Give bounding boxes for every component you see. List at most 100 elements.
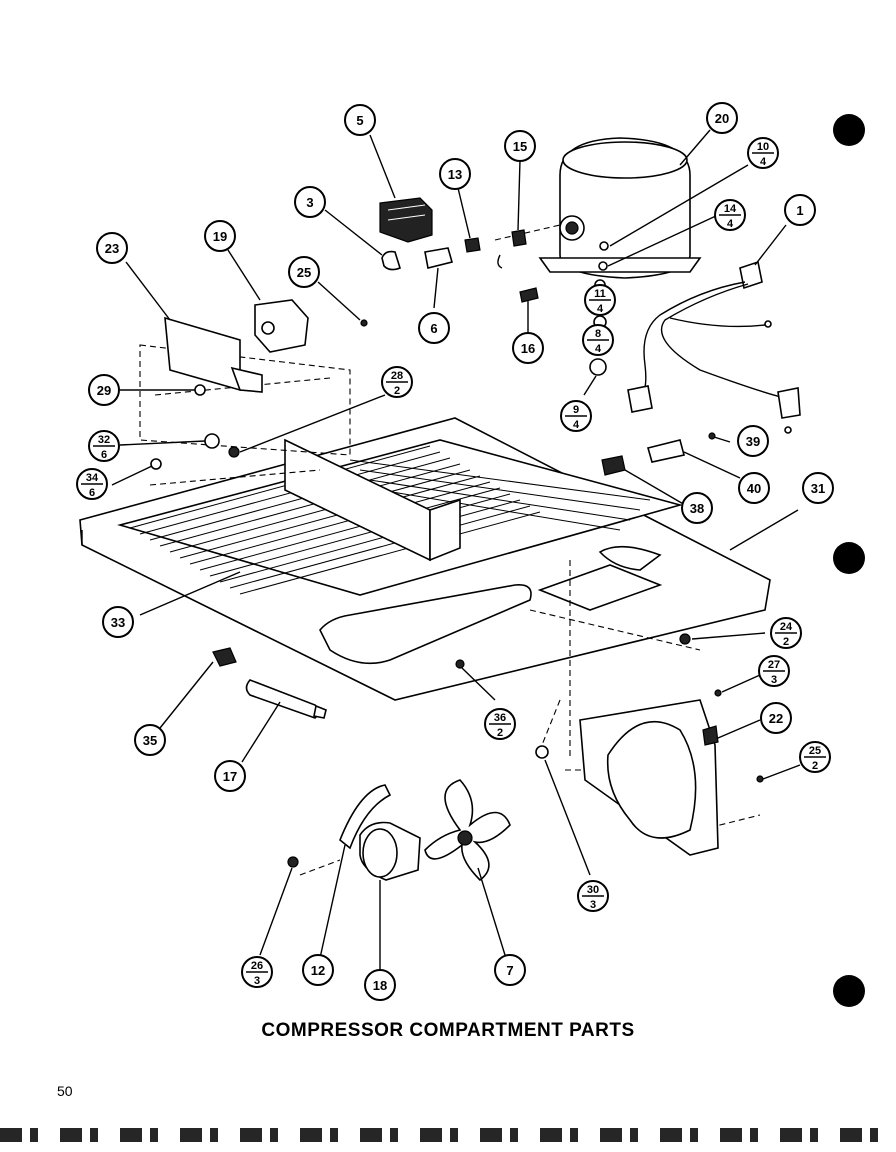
callout-7: 7 xyxy=(494,954,526,986)
callout-17: 17 xyxy=(214,760,246,792)
callout-number: 14 xyxy=(724,203,737,215)
timer xyxy=(254,299,309,353)
callout-number: 20 xyxy=(715,111,729,126)
wire-harness xyxy=(627,260,801,434)
part-callouts: 1356712131516171819202223252931333538394… xyxy=(76,102,834,1001)
callout-number: 5 xyxy=(356,113,363,128)
callout-number: 16 xyxy=(521,341,535,356)
callout-10-qty-4: 104 xyxy=(747,137,779,169)
clip-13 xyxy=(464,237,481,253)
callout-number: 27 xyxy=(768,659,780,671)
bracket-tab xyxy=(230,366,263,393)
callout-number: 33 xyxy=(111,615,125,630)
motor-bracket xyxy=(339,784,392,850)
screw-27 xyxy=(714,689,722,697)
screw-34 xyxy=(150,458,162,470)
callout-quantity: 4 xyxy=(595,343,602,355)
drier-cap xyxy=(313,704,327,719)
callout-33: 33 xyxy=(102,606,134,638)
callout-number: 7 xyxy=(506,963,513,978)
callout-number: 30 xyxy=(587,884,599,896)
overload-6 xyxy=(424,247,453,269)
terminal-15 xyxy=(511,229,527,247)
callout-13: 13 xyxy=(439,158,471,190)
callout-quantity: 6 xyxy=(89,487,95,499)
callout-number: 10 xyxy=(757,141,769,153)
callout-30-qty-3: 303 xyxy=(577,880,609,912)
callout-number: 1 xyxy=(796,203,803,218)
callout-quantity: 4 xyxy=(597,303,604,315)
callout-number: 34 xyxy=(86,472,99,484)
callout-number: 6 xyxy=(430,321,437,336)
callout-11-qty-4: 114 xyxy=(584,284,616,316)
callout-number: 19 xyxy=(213,229,227,244)
callout-40: 40 xyxy=(738,472,770,504)
scan-artifact-strip xyxy=(0,1128,896,1142)
clip-3 xyxy=(381,250,401,271)
screw-40 xyxy=(708,432,716,440)
callout-number: 18 xyxy=(373,978,387,993)
fan-hub xyxy=(457,830,473,846)
washer-10 xyxy=(599,241,609,251)
callout-number: 24 xyxy=(780,621,793,633)
callout-number: 23 xyxy=(105,241,119,256)
callout-5: 5 xyxy=(344,104,376,136)
callout-number: 35 xyxy=(143,733,157,748)
callout-number: 31 xyxy=(811,481,825,496)
callout-36-qty-2: 362 xyxy=(484,708,516,740)
callout-quantity: 4 xyxy=(727,218,734,230)
binder-hole-bottom xyxy=(833,975,865,1007)
callout-29: 29 xyxy=(88,374,120,406)
callout-number: 9 xyxy=(573,404,579,416)
callout-35: 35 xyxy=(134,724,166,756)
callout-12: 12 xyxy=(302,954,334,986)
callout-number: 15 xyxy=(513,139,527,154)
callout-number: 28 xyxy=(391,370,403,382)
connector-39 xyxy=(647,439,685,463)
callout-23: 23 xyxy=(96,232,128,264)
callout-20: 20 xyxy=(706,102,738,134)
bracket xyxy=(164,316,241,392)
callout-3: 3 xyxy=(294,186,326,218)
callout-quantity: 2 xyxy=(394,385,400,397)
callout-32-qty-6: 326 xyxy=(88,430,120,462)
binder-hole-middle xyxy=(833,542,865,574)
callout-14-qty-4: 144 xyxy=(714,199,746,231)
callout-number: 32 xyxy=(98,434,110,446)
callout-22: 22 xyxy=(760,702,792,734)
relay xyxy=(379,197,433,243)
callout-24-qty-2: 242 xyxy=(770,617,802,649)
callout-1: 1 xyxy=(784,194,816,226)
page-number: 50 xyxy=(57,1083,73,1099)
screw-24 xyxy=(679,633,691,645)
callout-quantity: 2 xyxy=(783,636,789,648)
callout-number: 40 xyxy=(747,481,761,496)
clamp xyxy=(212,647,237,667)
callout-quantity: 4 xyxy=(760,156,767,168)
callout-38: 38 xyxy=(681,492,713,524)
diagram-caption: COMPRESSOR COMPARTMENT PARTS xyxy=(261,1020,635,1041)
screw-28 xyxy=(228,446,240,458)
callout-number: 29 xyxy=(97,383,111,398)
drier xyxy=(245,679,320,719)
callout-39: 39 xyxy=(737,425,769,457)
washer-30 xyxy=(535,745,549,759)
screw-25b xyxy=(756,775,764,783)
callout-number: 25 xyxy=(809,745,821,757)
screw-36 xyxy=(455,659,465,669)
callout-34-qty-6: 346 xyxy=(76,468,108,500)
callout-26-qty-3: 263 xyxy=(241,956,273,988)
callout-9-qty-4: 94 xyxy=(560,400,592,432)
callout-quantity: 6 xyxy=(101,449,107,461)
screw-26 xyxy=(287,856,299,868)
callout-25-qty-2: 252 xyxy=(799,741,831,773)
callout-quantity: 2 xyxy=(497,727,503,739)
washer-14 xyxy=(598,261,608,271)
callout-number: 22 xyxy=(769,711,783,726)
screw-25 xyxy=(360,319,368,327)
callout-quantity: 3 xyxy=(254,975,260,987)
binder-hole-top xyxy=(833,114,865,146)
callout-number: 8 xyxy=(595,328,601,340)
